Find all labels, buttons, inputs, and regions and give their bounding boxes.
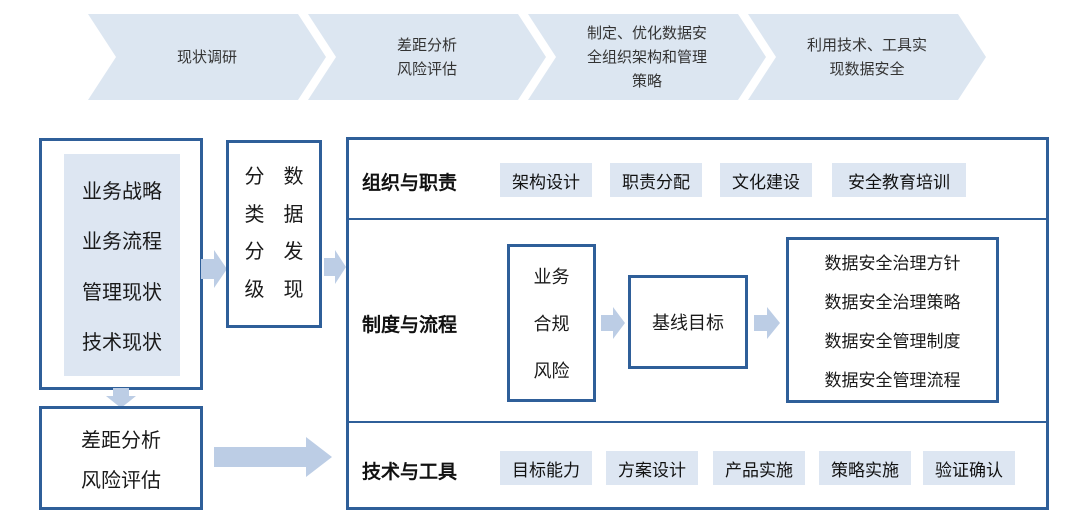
org-tag: 安全教育培训 [832, 163, 966, 197]
data-discovery-grid: 分 数 类 据 分 发 级 现 [235, 156, 313, 306]
discovery-char: 据 [283, 201, 304, 226]
risk-box [507, 244, 596, 402]
gap-analysis-line: 风险评估 [81, 467, 161, 492]
risk-line: 合规 [533, 313, 570, 335]
process-step-2: 差距分析 风险评估 [308, 14, 546, 100]
tech-tag: 策略实施 [819, 451, 911, 485]
risk-line: 风险 [533, 361, 570, 383]
current-state-item: 业务流程 [82, 229, 162, 254]
discovery-char: 现 [283, 276, 304, 301]
process-step-4: 利用技术、工具实 现数据安全 [748, 14, 986, 100]
current-state-fill [64, 154, 180, 376]
discovery-char: 数 [283, 164, 304, 189]
org-tag: 文化建设 [720, 163, 812, 197]
arrow-down-icon [106, 388, 136, 408]
risk-line: 业务 [533, 266, 570, 288]
org-section-title: 组织与职责 [362, 172, 458, 194]
org-tag: 职责分配 [610, 163, 702, 197]
section-divider [349, 421, 1046, 423]
process-step-3: 制定、优化数据安 全组织架构和管理 策略 [528, 14, 766, 100]
section-divider [349, 218, 1046, 220]
process-step-label: 现状调研 [176, 48, 237, 66]
tech-tag: 产品实施 [713, 451, 805, 485]
baseline-target-label: 基线目标 [652, 313, 724, 334]
process-step-label: 差距分析 风险评估 [396, 36, 457, 78]
chevron-shape [748, 14, 986, 100]
discovery-char: 分 [244, 164, 265, 189]
arrow-right-icon [754, 307, 780, 339]
current-state-list: 业务战略 业务流程 管理现状 技术现状 [64, 164, 180, 366]
arrow-right-icon [201, 250, 227, 288]
tech-tag: 方案设计 [606, 451, 698, 485]
current-state-item: 技术现状 [82, 330, 162, 355]
tech-tag: 目标能力 [500, 451, 592, 485]
policy-item: 数据安全管理制度 [824, 332, 961, 352]
discovery-char: 类 [244, 201, 265, 226]
gap-analysis-text: 差距分析 风险评估 [42, 418, 200, 498]
process-step-label: 利用技术、工具实 现数据安全 [806, 36, 927, 78]
process-step-label: 制定、优化数据安 全组织架构和管理 策略 [586, 24, 707, 90]
process-step-1: 现状调研 [88, 14, 326, 100]
discovery-char: 发 [283, 239, 304, 264]
current-state-item: 业务战略 [82, 178, 162, 203]
chevron-shape [308, 14, 546, 100]
gap-analysis-line: 差距分析 [81, 427, 161, 452]
chevron-shape [528, 14, 766, 100]
process-section-title: 制度与流程 [362, 314, 458, 336]
chevron-shape [88, 14, 326, 100]
org-tag: 架构设计 [500, 163, 592, 197]
policy-list-box [786, 237, 999, 403]
policy-list: 数据安全治理方针 数据安全治理策略 数据安全管理制度 数据安全管理流程 [789, 242, 996, 398]
baseline-target-box [628, 275, 748, 369]
arrow-right-icon [601, 307, 625, 339]
data-discovery-box [226, 140, 322, 328]
arrow-right-icon [214, 437, 332, 477]
policy-item: 数据安全管理流程 [824, 371, 961, 391]
discovery-char: 级 [244, 276, 265, 301]
current-state-item: 管理现状 [82, 279, 162, 304]
discovery-char: 分 [244, 239, 265, 264]
arrow-right-icon [324, 250, 346, 284]
risk-box-text: 业务 合规 风险 [510, 252, 593, 394]
gap-analysis-box [39, 406, 203, 510]
policy-item: 数据安全治理策略 [824, 293, 961, 313]
policy-item: 数据安全治理方针 [824, 254, 961, 274]
tech-tag: 验证确认 [923, 451, 1015, 485]
tech-section-title: 技术与工具 [362, 461, 458, 483]
